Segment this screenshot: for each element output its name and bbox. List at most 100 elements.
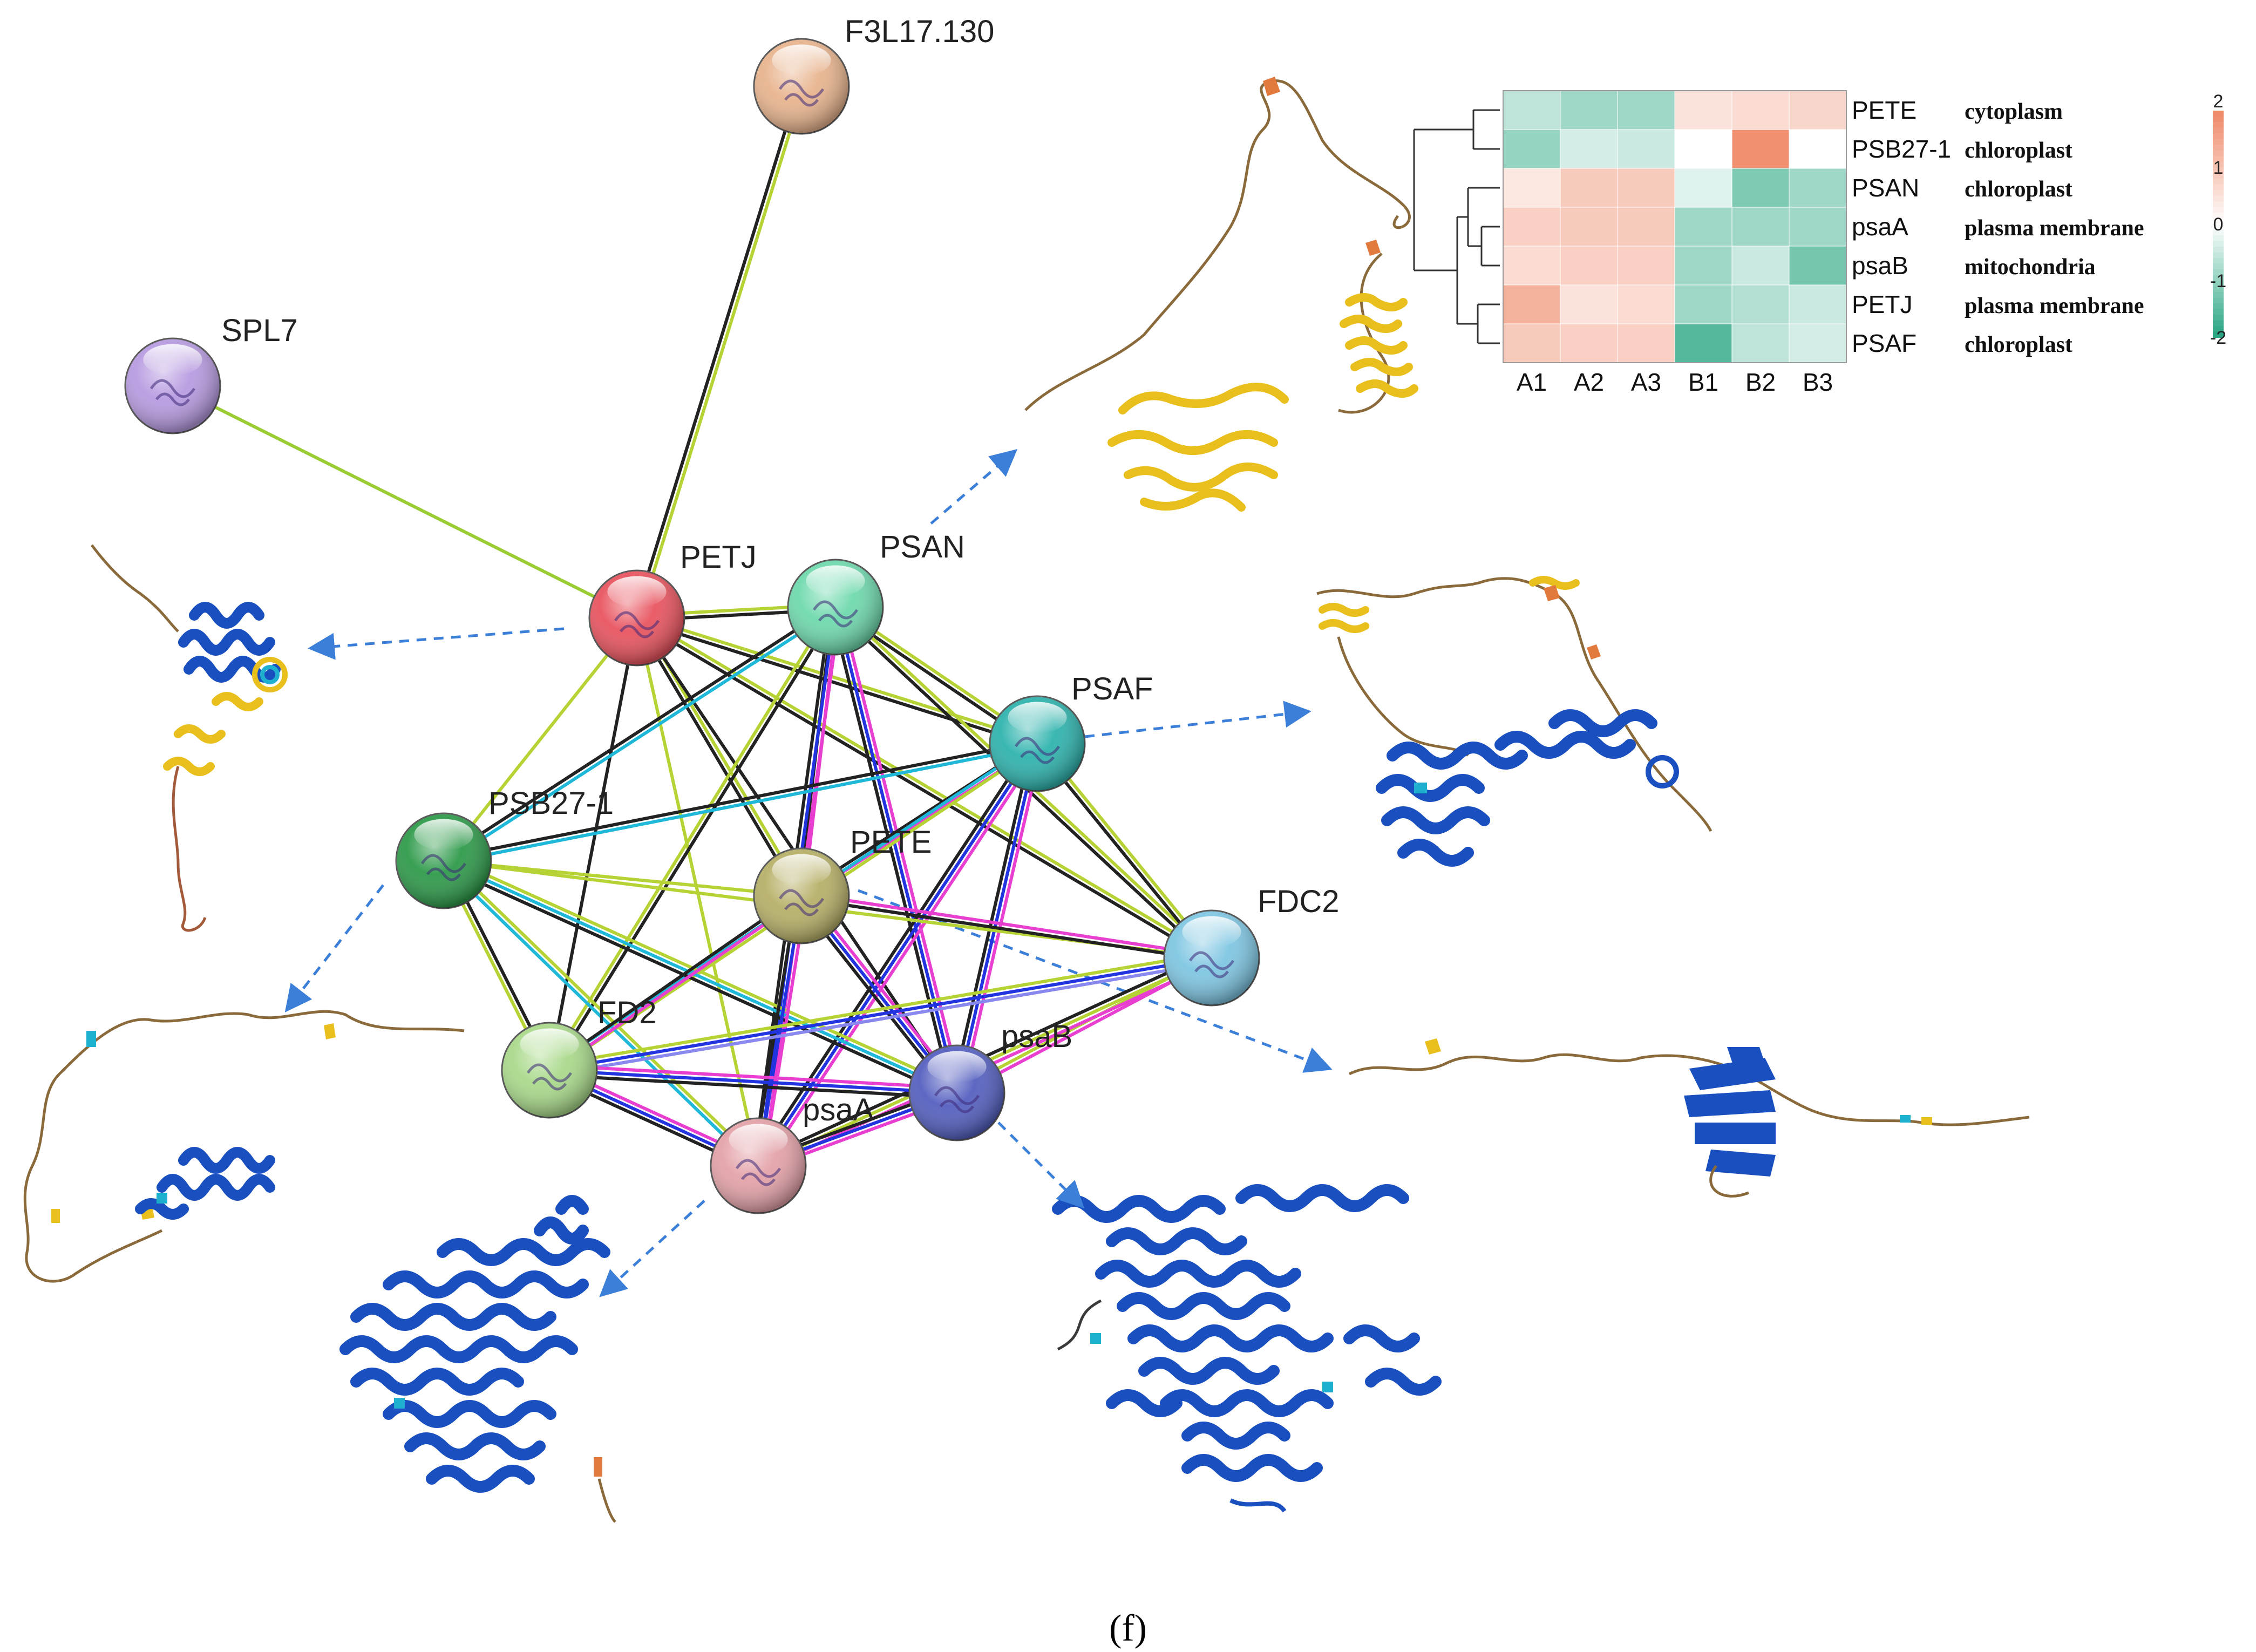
heatmap-row-label: PSAF [1852, 329, 1917, 357]
color-scale-step [2213, 286, 2224, 293]
heatmap-cell-pete-b2 [1731, 90, 1790, 130]
node-f3l17-130[interactable]: F3L17.130 [753, 14, 994, 135]
localization-label: chloroplast [1965, 138, 2072, 163]
color-scale-step [2213, 263, 2224, 270]
edge-fdc2-fd2 [548, 951, 1213, 1077]
edge-spl7-petj [172, 384, 638, 620]
edge-line [752, 740, 1035, 1164]
edge-line [548, 617, 638, 1071]
color-scale-step [2213, 235, 2224, 242]
node-gloss [1182, 916, 1241, 948]
node-fd2[interactable]: FD2 [501, 995, 657, 1119]
color-scale-step [2213, 201, 2224, 208]
heatmap-cell-petj-b1 [1674, 284, 1732, 324]
node-gloss [729, 1124, 788, 1155]
edge-line [834, 607, 959, 1093]
heatmap-col-label: A2 [1574, 368, 1604, 396]
color-scale-step [2213, 111, 2224, 117]
edge-line [550, 607, 839, 1072]
heatmap-cell-psab-a1 [1503, 246, 1561, 285]
heatmap-row-label: PSB27-1 [1852, 135, 1951, 163]
arrow-psaf [1084, 701, 1312, 738]
node-psan[interactable]: PSAN [787, 529, 965, 656]
edge-line [549, 896, 804, 1074]
localization-label: chloroplast [1965, 177, 2072, 202]
node-psab[interactable]: psaB [908, 1019, 1072, 1141]
node-gloss [414, 819, 473, 851]
edge-line [637, 614, 1039, 743]
edge-line [172, 384, 638, 620]
localization-label: chloroplast [1965, 332, 2072, 357]
heatmap-cell-psb27-1-a2 [1560, 129, 1618, 169]
color-scale-step [2213, 315, 2224, 321]
network-edges [172, 85, 1215, 1172]
heatmap-cell-pete-a3 [1617, 90, 1675, 130]
heatmap-col-label: A3 [1631, 368, 1661, 396]
protein-structures [23, 77, 2030, 1523]
color-scale-step [2213, 309, 2224, 315]
edge-line [440, 861, 758, 1169]
edge-line [441, 864, 956, 1099]
node-psaf[interactable]: PSAF [989, 671, 1153, 792]
heatmap-row-label: PSAN [1852, 174, 1919, 202]
edge-pete-fd2 [547, 892, 804, 1074]
color-scale-step [2213, 281, 2224, 287]
node-label: FDC2 [1258, 884, 1339, 919]
heatmap-border [1503, 90, 1847, 363]
structure-pete [1348, 1038, 2030, 1198]
node-gloss [772, 44, 831, 76]
edge-pete-fdc2 [800, 892, 1213, 962]
heatmap-cell-pete-a2 [1560, 90, 1618, 130]
heatmap-cell-psaf-b3 [1789, 323, 1847, 363]
heatmap-cell-petj-a1 [1503, 284, 1561, 324]
edge-line [633, 85, 801, 618]
heatmap-cell-psan-a3 [1617, 168, 1675, 208]
edge-line [445, 855, 960, 1090]
color-scale-step [2213, 229, 2224, 236]
heatmap-cell-psaa-b2 [1731, 207, 1790, 247]
structure-glyph-icon [526, 1063, 573, 1091]
heatmap-cell-psaf-a3 [1617, 323, 1675, 363]
heatmap-row-label: psaA [1852, 213, 1908, 241]
edge-line [444, 858, 762, 1165]
node-fdc2[interactable]: FDC2 [1163, 884, 1339, 1007]
heatmap-cell-petj-b2 [1731, 284, 1790, 324]
node-spl7[interactable]: SPL7 [124, 313, 298, 434]
node-pete[interactable]: PETE [753, 825, 932, 944]
edge-line [442, 617, 638, 862]
node-gloss [143, 344, 202, 376]
edge-line [443, 739, 1037, 860]
edge-line [549, 1064, 957, 1090]
edge-psaf-psaa [752, 740, 1043, 1170]
structure-psan [1024, 77, 1418, 512]
node-label: SPL7 [221, 313, 298, 348]
color-scale-step [2213, 297, 2224, 304]
edge-line [550, 961, 1213, 1077]
node-psb27-1[interactable]: PSB27-1 [395, 786, 614, 909]
node-psaa[interactable]: psaA [710, 1092, 874, 1214]
heatmap-cell-pete-b1 [1674, 90, 1732, 130]
edge-line [546, 605, 835, 1070]
edge-petj-fd2 [548, 617, 638, 1071]
edge-line [633, 618, 801, 898]
edge-line [838, 606, 963, 1092]
node-petj[interactable]: PETJ [588, 540, 757, 667]
localization-label: plasma membrane [1965, 216, 2144, 241]
color-scale-step [2213, 184, 2224, 191]
heatmap-cell-psab-a2 [1560, 246, 1618, 285]
edge-f3l17-130-petj [633, 85, 806, 620]
arrow-psan [930, 448, 1018, 525]
node-label: PSAF [1071, 671, 1153, 706]
color-scale-step [2213, 326, 2224, 332]
edge-psan-psab [829, 606, 963, 1094]
heatmap-cell-psaa-b1 [1674, 207, 1732, 247]
node-gloss [806, 565, 865, 597]
edge-line [800, 896, 1212, 962]
color-scale-step [2213, 224, 2224, 230]
structure-psaf [1316, 576, 1713, 867]
heatmap-cell-psan-b1 [1674, 168, 1732, 208]
heatmap-cell-psaf-b1 [1674, 323, 1732, 363]
edge-line [801, 892, 1213, 957]
color-scale: 210-1-2 [2210, 91, 2226, 348]
edge-line [757, 743, 1039, 1167]
